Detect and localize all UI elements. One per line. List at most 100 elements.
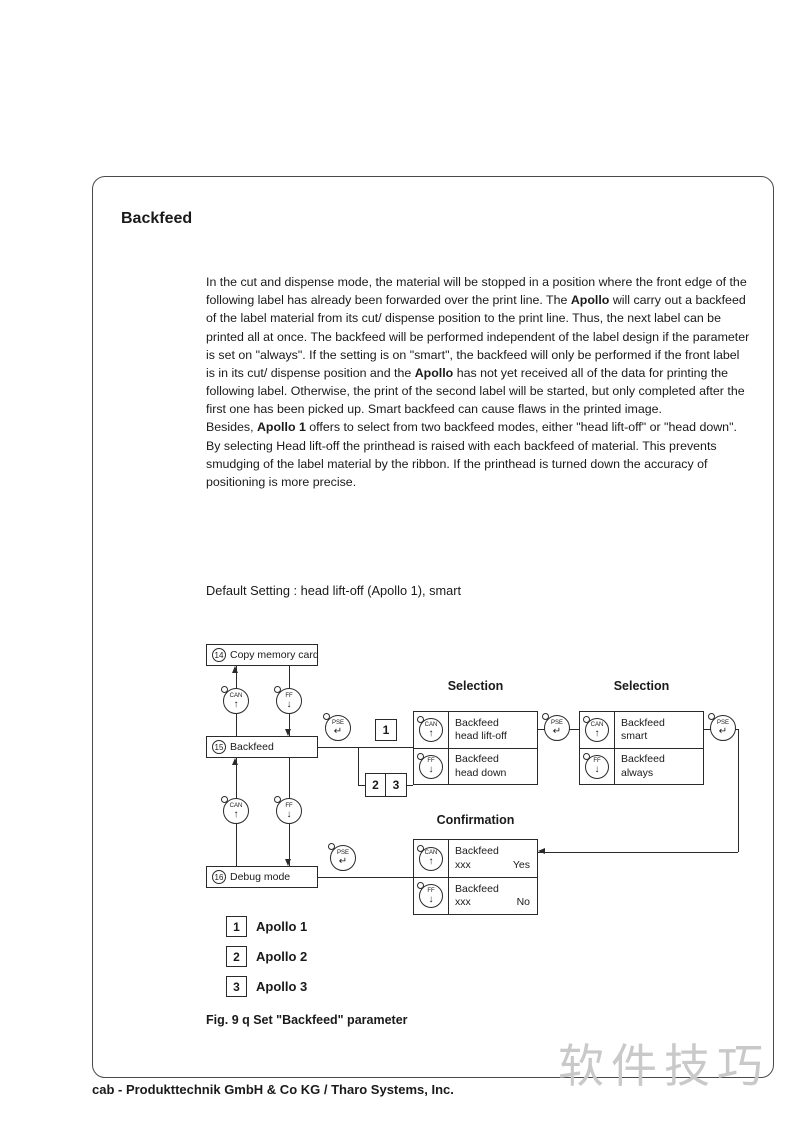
answer-no: No bbox=[516, 895, 530, 908]
p1-bold-apollo: Apollo bbox=[570, 293, 610, 308]
left-arrowhead-icon bbox=[538, 848, 545, 854]
menu-number-badge: 15 bbox=[212, 740, 226, 754]
connector-line bbox=[358, 747, 359, 785]
can-key-label: CAN bbox=[424, 721, 438, 728]
option-line2: smart bbox=[621, 730, 648, 742]
down-arrow-icon: ↓ bbox=[428, 764, 434, 775]
menu-item-debug-mode: 16 Debug mode bbox=[206, 866, 318, 888]
key-dot bbox=[708, 713, 715, 720]
selection-row: FF ↓ Backfeed always bbox=[580, 748, 703, 784]
legend-apollo-3: 3 Apollo 3 bbox=[226, 976, 307, 997]
p2-bold-apollo1: Apollo 1 bbox=[256, 420, 306, 435]
key-dot bbox=[221, 686, 228, 693]
confirmation-box: CAN ↑ Backfeed xxx Yes FF ↓ Backfeed xxx bbox=[413, 839, 538, 915]
enter-arrow-icon: ↵ bbox=[552, 725, 562, 737]
apollo3-cell: 3 bbox=[386, 773, 407, 797]
paragraph-2: Besides, Apollo 1 offers to select from … bbox=[206, 418, 750, 491]
legend-number: 3 bbox=[226, 976, 247, 997]
down-arrowhead-icon bbox=[285, 859, 291, 866]
enter-arrow-icon: ↵ bbox=[338, 855, 348, 867]
up-arrow-icon: ↑ bbox=[233, 698, 239, 710]
menu-item-label: Copy memory card bbox=[230, 649, 319, 661]
key-cell: CAN ↑ bbox=[414, 712, 449, 748]
selection-row: CAN ↑ Backfeed smart bbox=[580, 712, 703, 748]
can-key-label: CAN bbox=[229, 692, 243, 699]
confirmation-row: FF ↓ Backfeed xxx No bbox=[414, 877, 537, 914]
pse-key: PSE ↵ bbox=[542, 713, 570, 741]
key-dot bbox=[417, 752, 424, 760]
can-key: CAN ↑ bbox=[221, 686, 249, 714]
apollo2-3-marker: 2 3 bbox=[365, 773, 407, 797]
connector-line bbox=[318, 877, 413, 878]
key-cell: FF ↓ bbox=[414, 878, 449, 914]
down-arrowhead-icon bbox=[285, 729, 291, 736]
selection-box-smart-always: CAN ↑ Backfeed smart FF ↓ Backfeed alway… bbox=[579, 711, 704, 785]
option-line1: Backfeed bbox=[455, 845, 499, 858]
option-text: Backfeed always bbox=[615, 749, 703, 784]
down-arrow-icon: ↓ bbox=[286, 698, 292, 710]
up-arrow-icon: ↑ bbox=[428, 727, 434, 739]
option-text: Backfeed head lift-off bbox=[449, 712, 537, 748]
key-cell: FF ↓ bbox=[580, 749, 615, 784]
answer-yes: Yes bbox=[512, 858, 530, 871]
key-cell: CAN ↑ bbox=[580, 712, 615, 748]
legend-label: Apollo 2 bbox=[256, 949, 308, 964]
p1-seg: has not yet received all of the data for… bbox=[206, 365, 745, 417]
up-arrowhead-icon bbox=[232, 758, 238, 765]
pse-key-label: PSE bbox=[550, 719, 563, 726]
selection-box-mode: CAN ↑ Backfeed head lift-off FF ↓ Backfe… bbox=[413, 711, 538, 785]
key-dot bbox=[323, 713, 330, 720]
up-arrow-icon: ↑ bbox=[428, 856, 434, 867]
page-title: Backfeed bbox=[121, 210, 193, 227]
option-text: Backfeed xxx No bbox=[449, 878, 537, 914]
can-key-label: CAN bbox=[590, 721, 604, 728]
option-line2: xxx bbox=[455, 896, 471, 908]
option-text: Backfeed head down bbox=[449, 749, 537, 784]
key-dot bbox=[583, 752, 590, 760]
can-key: CAN ↑ bbox=[417, 844, 443, 871]
ff-key-label: FF bbox=[427, 887, 435, 894]
key-cell: CAN ↑ bbox=[414, 840, 449, 877]
watermark-text: 软件技巧 bbox=[558, 1040, 770, 1092]
key-dot bbox=[328, 843, 335, 850]
menu-item-label: Debug mode bbox=[230, 871, 291, 883]
p1-bold-apollo: Apollo bbox=[414, 365, 454, 380]
can-key-label: CAN bbox=[229, 802, 243, 809]
key-dot bbox=[274, 686, 281, 693]
key-dot bbox=[417, 882, 424, 889]
connector-line bbox=[738, 729, 739, 852]
pse-key: PSE ↵ bbox=[708, 713, 736, 741]
pse-key-label: PSE bbox=[336, 849, 349, 856]
pse-key-label: PSE bbox=[331, 719, 344, 726]
option-line1: Backfeed bbox=[621, 716, 665, 729]
default-setting-text: Default Setting : head lift-off (Apollo … bbox=[206, 583, 462, 598]
key-dot bbox=[417, 716, 424, 723]
legend-label: Apollo 1 bbox=[256, 919, 308, 934]
legend-apollo-1: 1 Apollo 1 bbox=[226, 916, 307, 937]
menu-number-badge: 16 bbox=[212, 870, 226, 884]
confirmation-header: Confirmation bbox=[436, 813, 515, 827]
p1-seg: will carry out a backfeed of the label m… bbox=[206, 293, 750, 380]
confirmation-row: CAN ↑ Backfeed xxx Yes bbox=[414, 840, 537, 877]
legend-number: 1 bbox=[226, 916, 247, 937]
pse-key: PSE ↵ bbox=[328, 843, 356, 871]
menu-item-copy-memory-card: 14 Copy memory card bbox=[206, 644, 319, 666]
apollo2-cell: 2 bbox=[365, 773, 386, 797]
enter-arrow-icon: ↵ bbox=[718, 725, 728, 737]
option-line2: head lift-off bbox=[455, 730, 507, 742]
p1-seg: In the cut and dispense mode, the materi… bbox=[206, 275, 747, 308]
option-line2: always bbox=[621, 766, 654, 779]
down-arrow-icon: ↓ bbox=[286, 808, 292, 820]
ff-key: FF ↓ bbox=[583, 752, 609, 779]
key-dot bbox=[542, 713, 549, 720]
pse-key-label: PSE bbox=[716, 719, 729, 726]
ff-key-label: FF bbox=[427, 758, 435, 764]
option-line2: xxx bbox=[455, 858, 471, 871]
key-cell: FF ↓ bbox=[414, 749, 449, 784]
ff-key: FF ↓ bbox=[274, 686, 302, 714]
ff-key-label: FF bbox=[285, 802, 293, 809]
up-arrowhead-icon bbox=[232, 666, 238, 673]
selection-header-2: Selection bbox=[613, 679, 670, 693]
footer-company-line: cab - Produkttechnik GmbH & Co KG / Thar… bbox=[92, 1082, 454, 1097]
can-key: CAN ↑ bbox=[221, 796, 249, 824]
